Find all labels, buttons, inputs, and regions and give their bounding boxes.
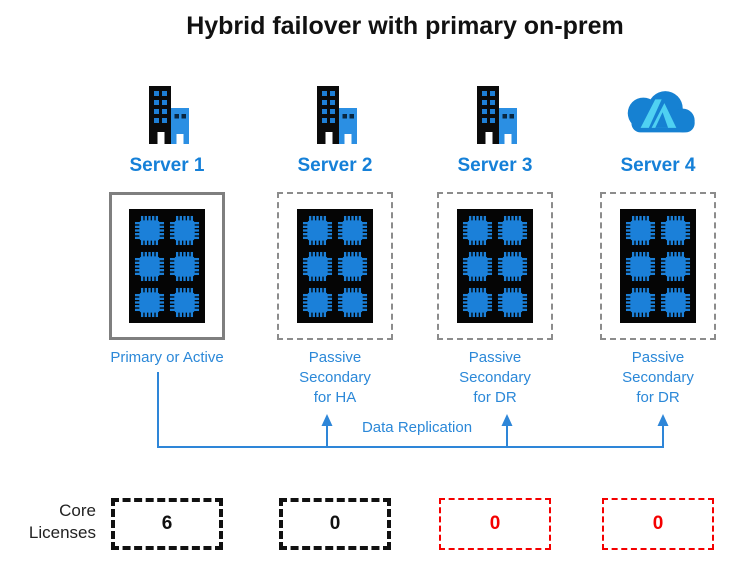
server-1-role-label: Primary or Active <box>110 349 224 366</box>
cpu-chip-icon <box>169 251 200 282</box>
cpu-chip-panel <box>620 209 696 323</box>
cpu-chip-icon <box>625 287 656 318</box>
cpu-chip-icon <box>497 251 528 282</box>
cpu-chip-icon <box>134 215 165 246</box>
cpu-chip-icon <box>337 251 368 282</box>
server-1-title: Server 1 <box>129 155 205 176</box>
cpu-chip-icon <box>462 251 493 282</box>
cpu-chip-icon <box>625 251 656 282</box>
cpu-chip-icon <box>302 251 333 282</box>
server-3-title: Server 3 <box>457 155 533 176</box>
office-building-icon <box>250 84 420 146</box>
server-3-column: Server 3 Passive Secondary for DR 0 <box>410 0 580 565</box>
server-4-title: Server 4 <box>620 155 696 176</box>
azure-cloud-icon <box>573 84 738 146</box>
server-4-box <box>600 192 716 340</box>
cpu-chip-icon <box>337 215 368 246</box>
cpu-chip-panel <box>129 209 205 323</box>
cpu-chip-icon <box>134 287 165 318</box>
cpu-chip-icon <box>660 251 691 282</box>
server-3-box <box>437 192 553 340</box>
server-3-role-label: Passive Secondary for DR <box>459 349 531 406</box>
server-4-license-box: 0 <box>602 498 714 550</box>
office-building-icon <box>82 84 252 146</box>
server-2-column: Server 2 Passive Secondary for HA 0 <box>250 0 420 565</box>
cpu-chip-panel <box>297 209 373 323</box>
license-count: 0 <box>489 513 501 534</box>
license-count: 6 <box>161 513 173 534</box>
office-building-icon <box>410 84 580 146</box>
server-1-box <box>109 192 225 340</box>
server-2-license-box: 0 <box>279 498 391 550</box>
cpu-chip-icon <box>625 215 656 246</box>
cpu-chip-icon <box>169 215 200 246</box>
cpu-chip-panel <box>457 209 533 323</box>
cpu-chip-icon <box>302 215 333 246</box>
cpu-chip-icon <box>302 287 333 318</box>
license-count: 0 <box>329 513 341 534</box>
server-4-column: Server 4 Passive Secondary for DR 0 <box>573 0 738 565</box>
cpu-chip-icon <box>169 287 200 318</box>
server-2-title: Server 2 <box>297 155 373 176</box>
cpu-chip-icon <box>462 287 493 318</box>
cpu-chip-icon <box>337 287 368 318</box>
cpu-chip-icon <box>660 287 691 318</box>
cpu-chip-icon <box>497 215 528 246</box>
server-1-license-box: 6 <box>111 498 223 550</box>
server-2-box <box>277 192 393 340</box>
cpu-chip-icon <box>134 251 165 282</box>
data-replication-label: Data Replication <box>361 419 473 436</box>
server-2-role-label: Passive Secondary for HA <box>299 349 371 406</box>
cpu-chip-icon <box>462 215 493 246</box>
server-4-role-label: Passive Secondary for DR <box>622 349 694 406</box>
server-1-column: Server 1 Primary or Active 6 <box>82 0 252 565</box>
cpu-chip-icon <box>497 287 528 318</box>
core-licenses-label: Core Licenses <box>28 501 96 542</box>
license-count: 0 <box>652 513 664 534</box>
server-3-license-box: 0 <box>439 498 551 550</box>
diagram-title: Hybrid failover with primary on-prem <box>186 12 624 40</box>
cpu-chip-icon <box>660 215 691 246</box>
